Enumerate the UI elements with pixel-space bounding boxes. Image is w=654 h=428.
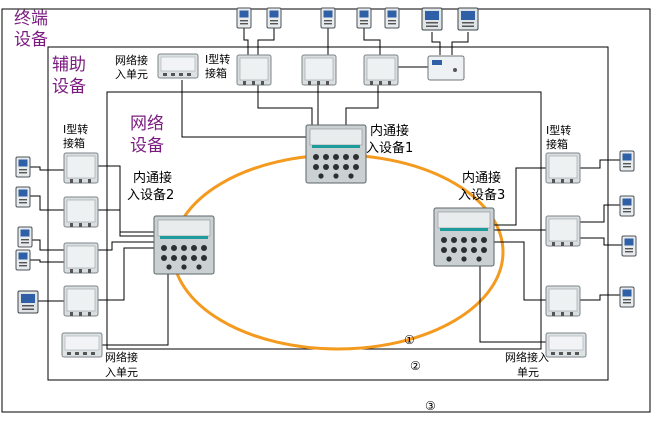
junction-box-label: I型转 (546, 123, 571, 137)
terminal-device-icon (15, 156, 31, 178)
terminal-device-icon (15, 186, 31, 208)
junction-box-label: I型转 (63, 122, 88, 136)
network-access-unit-icon (61, 332, 103, 358)
terminal-device-icon (320, 7, 336, 29)
network-access-unit-label: 网络接 (105, 350, 138, 364)
device-1-label: 入设备1 (366, 140, 413, 156)
category-auxiliary-label: 辅助 (52, 55, 86, 75)
network-access-unit-label: 入单元 (115, 68, 148, 81)
network-access-unit-icon (545, 332, 587, 358)
device-1-label: 内通接 (370, 123, 409, 139)
network-access-unit-label: 入单元 (105, 366, 138, 379)
terminal-device-icon (619, 195, 635, 217)
terminal-device-icon (17, 290, 39, 314)
terminal-device-icon (266, 7, 282, 29)
internal-comm-device-1-icon (305, 124, 367, 184)
junction-box-label: 接箱 (546, 137, 568, 151)
terminal-device-icon (356, 7, 372, 29)
device-2-label: 入设备2 (127, 187, 174, 203)
category-terminal-label: 设备 (14, 30, 48, 50)
junction-box-icon (63, 285, 99, 317)
category-auxiliary-label: 设备 (52, 77, 86, 97)
junction-box-label: I型转 (205, 52, 230, 66)
junction-box-label: 接箱 (205, 66, 227, 80)
network-access-unit-icon (157, 53, 199, 79)
junction-box-icon (545, 152, 581, 184)
device-3-label: 内通接 (462, 170, 501, 186)
terminal-device-icon (236, 7, 252, 29)
junction-box-icon (63, 196, 99, 228)
junction-box-icon (236, 54, 272, 86)
network-access-unit-label: 网络接入 (505, 350, 549, 364)
terminal-device-icon (384, 7, 400, 29)
device-3-label: 入设备3 (458, 187, 505, 203)
junction-box-icon (545, 285, 581, 317)
junction-box-label: 接箱 (63, 136, 85, 150)
network-access-unit-label: 网络接 (115, 53, 148, 67)
device-2-label: 内通接 (133, 170, 172, 186)
junction-box-icon (63, 242, 99, 274)
zone-marker-3: ③ (425, 399, 436, 413)
category-terminal-label: 终端 (14, 9, 48, 29)
zone-marker-2: ② (410, 359, 421, 373)
terminal-device-icon (621, 235, 637, 257)
internal-comm-device-2-icon (153, 215, 215, 275)
category-network-label: 设备 (130, 136, 164, 156)
terminal-device-icon (15, 249, 31, 271)
category-network-label: 网络 (130, 114, 164, 134)
junction-box-icon (545, 215, 581, 247)
terminal-device-icon (421, 7, 443, 31)
junction-box-icon (363, 54, 399, 86)
junction-box-icon (63, 152, 99, 184)
terminal-device-icon (619, 150, 635, 172)
auxiliary-zone-frame (47, 46, 609, 381)
junction-box-icon (301, 54, 337, 86)
terminal-device-icon (17, 226, 33, 248)
terminal-device-icon (457, 7, 479, 31)
zone-marker-1: ① (404, 333, 415, 347)
wiring (30, 28, 624, 346)
auxiliary-panel-icon (427, 55, 465, 81)
internal-comm-device-3-icon (433, 207, 495, 267)
network-access-unit-label: 单元 (517, 366, 539, 379)
terminal-device-icon (619, 286, 635, 308)
